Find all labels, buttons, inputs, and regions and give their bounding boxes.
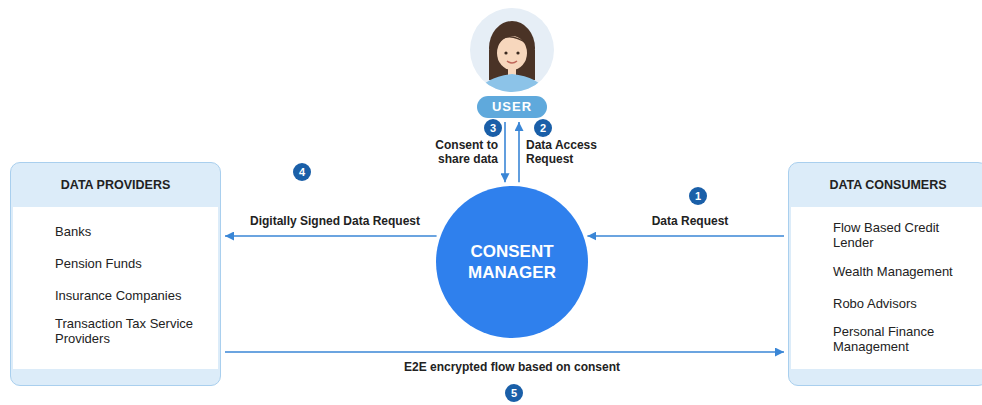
user-node: USER (466, 2, 558, 118)
edge-label: Data Request (640, 214, 740, 228)
node-label: Personal Finance Management (833, 324, 979, 354)
consumer-item: Flow Based Credit Lender (789, 215, 982, 255)
consumer-panel: DATA CONSUMERS Flow Based Credit LenderWe… (788, 162, 982, 386)
node-label: CONSENT MANAGER (456, 241, 568, 283)
node-label: Robo Advisors (833, 296, 917, 311)
flow-arrow (225, 351, 784, 353)
edge-label: Digitally Signed Data Request (232, 214, 438, 228)
user-avatar (470, 8, 554, 100)
node-label: Banks (55, 224, 91, 239)
callout-number: 2 (534, 119, 552, 137)
node-label: Flow Based Credit Lender (833, 220, 979, 250)
callout-number: 1 (689, 187, 707, 205)
flow-arrow (587, 235, 784, 237)
node-label: Transaction Tax Service Providers (55, 316, 212, 346)
panel-heading: DATA CONSUMERS (789, 163, 982, 207)
node-label: Pension Funds (55, 256, 142, 271)
consumer-item: Wealth Management (789, 255, 982, 287)
provider-item: Insurance Companies (11, 279, 220, 311)
edge-label: Data Access Request (526, 138, 608, 166)
flow-arrow (225, 235, 437, 237)
provider-item: Transaction Tax Service Providers (11, 311, 220, 351)
callout-number: 3 (484, 119, 502, 137)
consumer-item: Robo Advisors (789, 287, 982, 319)
callout-number: 4 (293, 163, 311, 181)
provider-item: Pension Funds (11, 247, 220, 279)
edge-label: E2E encrypted flow based on consent (312, 360, 712, 374)
callout-number: 5 (505, 384, 523, 402)
node-label: USER (477, 96, 547, 118)
flow-arrow (504, 122, 506, 182)
manager-circle: CONSENT MANAGER (436, 186, 588, 338)
node-label: Wealth Management (833, 264, 953, 279)
flow-arrow (518, 122, 520, 182)
consumer-item: Personal Finance Management (789, 319, 982, 359)
edge-label: Consent to share data (428, 138, 498, 166)
provider-panel: DATA PROVIDERS BanksPension FundsInsuranc… (10, 162, 221, 386)
panel-heading: DATA PROVIDERS (11, 163, 220, 207)
provider-item: Banks (11, 215, 220, 247)
node-label: Insurance Companies (55, 288, 181, 303)
